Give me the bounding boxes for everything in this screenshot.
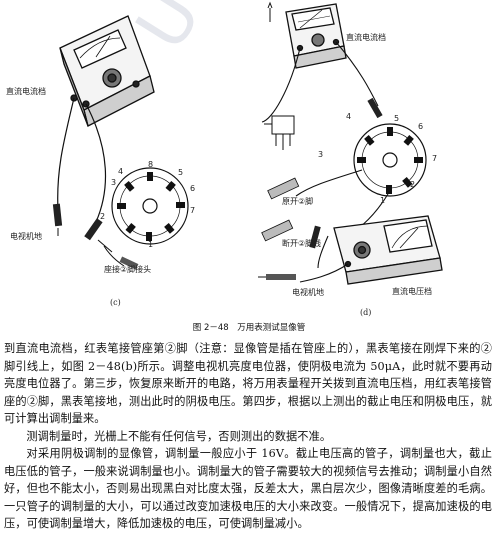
rpin-label-5: 5 xyxy=(394,114,400,123)
figure-illustration xyxy=(52,1,443,285)
paragraph-3: 对采用阴极调制的显像管，调制量一般应小于 16V。截止电压高的管子，调制量也大，… xyxy=(4,447,492,530)
pin-label-6: 6 xyxy=(190,184,196,193)
right-tube-socket xyxy=(353,123,427,197)
rpin-label-1: 1 xyxy=(380,196,386,205)
paragraph-2: 测调制量时，光栅上不能有任何信号，否则测出的数据不准。 xyxy=(26,429,332,443)
subfigure-d-label: (d) xyxy=(360,308,372,317)
rpin-label-3: 3 xyxy=(318,150,324,159)
pin-label-7: 7 xyxy=(190,206,196,215)
rpin-label-6: 6 xyxy=(418,122,424,131)
left-tube-socket xyxy=(111,167,189,245)
right-probe1-label: 原开②脚 xyxy=(282,197,314,206)
pin-label-1: 1 xyxy=(148,240,154,249)
pin-label-2: 2 xyxy=(100,212,106,221)
probe-striped xyxy=(261,177,300,242)
rpin-label-2: 2 xyxy=(410,180,416,189)
figure-2-48: 直流电流档 4 3 8 5 6 2 1 7 电视机地 座接②脚接头 (c) 直流… xyxy=(6,1,443,317)
subfigure-c-label: (c) xyxy=(110,298,121,307)
right-probe2-label: 断开②脚线 xyxy=(282,239,322,248)
right-top-meter-label: 直流电流档 xyxy=(346,33,386,42)
paragraph-1: 到直流电流档，红表笔接管座第②脚（注意：显像管是插在管座上的），黑表笔接在刚焊下… xyxy=(4,342,492,425)
left-ground-label: 电视机地 xyxy=(10,232,42,241)
right-ground-label: 电视机地 xyxy=(292,288,324,297)
pin-label-3: 3 xyxy=(111,178,117,187)
body-text: 到直流电流档，红表笔接管座第②脚（注意：显像管是插在管座上的），黑表笔接在刚焊下… xyxy=(4,340,492,533)
pin-label-4: 4 xyxy=(118,167,124,176)
right-bottom-multimeter xyxy=(333,215,443,285)
rpin-label-4: 4 xyxy=(346,112,352,121)
pin-label-8: 8 xyxy=(148,160,154,169)
left-multimeter xyxy=(59,15,155,127)
pin-label-5: 5 xyxy=(178,168,184,177)
crt-neck xyxy=(264,115,295,150)
figure-caption: 图 2－48 万用表测试显像管 xyxy=(192,323,306,333)
left-probe-label: 座接②脚接头 xyxy=(104,265,152,274)
right-top-multimeter xyxy=(285,3,347,69)
rpin-label-7: 7 xyxy=(432,154,438,163)
left-meter-label: 直流电流档 xyxy=(6,87,46,96)
right-bottom-meter-label: 直流电压档 xyxy=(392,287,432,296)
